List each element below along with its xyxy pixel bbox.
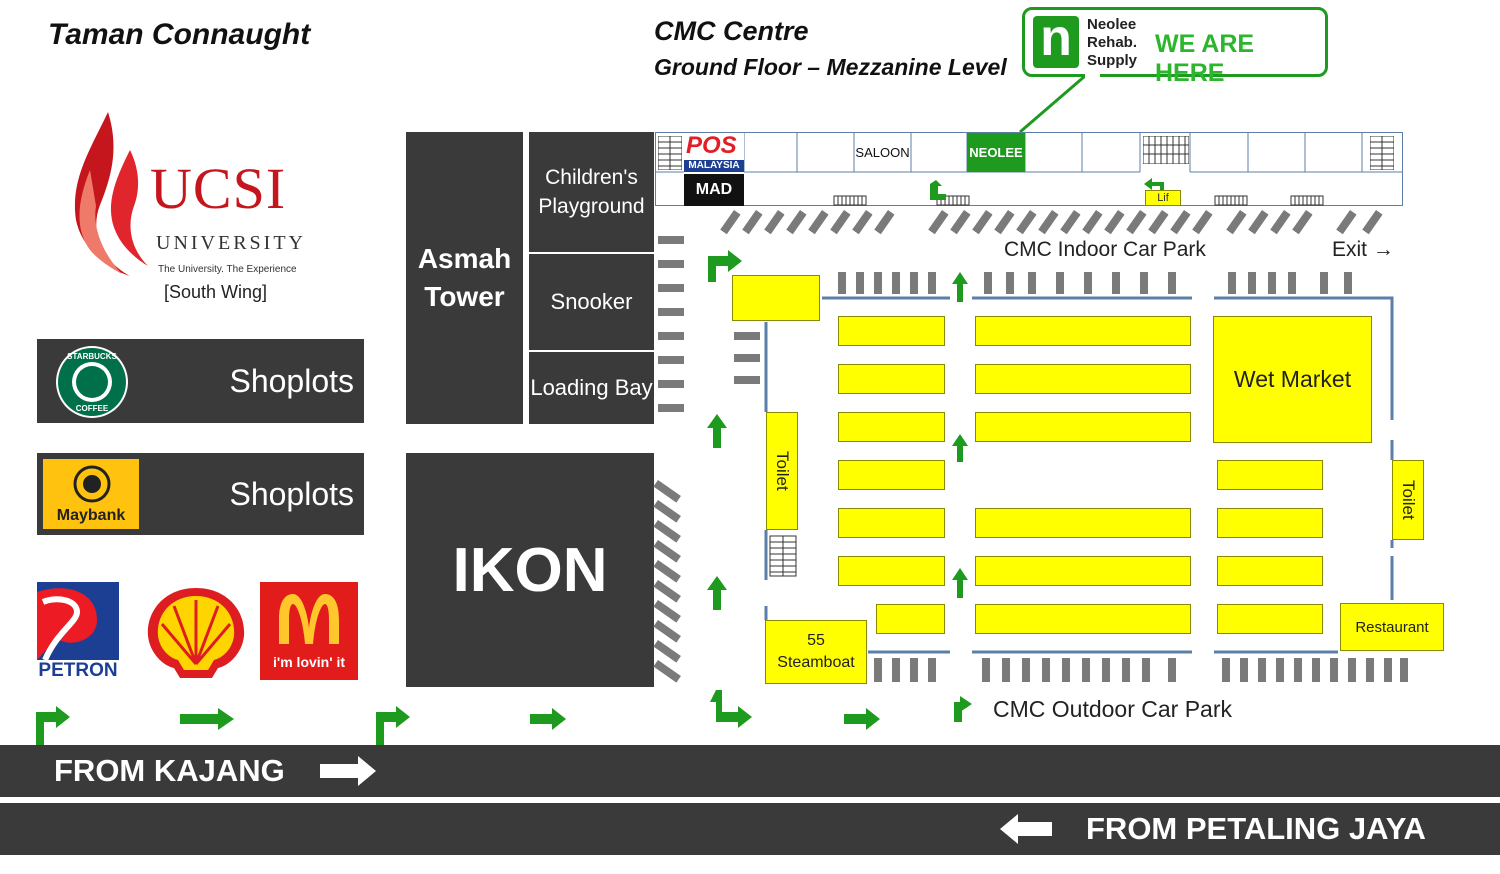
svg-text:STARBUCKS: STARBUCKS bbox=[67, 352, 117, 361]
asmah-tower: Asmah Tower bbox=[406, 132, 523, 424]
steamboat-restaurant: 55 Steamboat bbox=[765, 620, 867, 684]
stall bbox=[1217, 556, 1323, 586]
ikon-label: IKON bbox=[452, 535, 608, 605]
loading-bay-label: Loading Bay bbox=[530, 375, 653, 400]
stall-block bbox=[732, 275, 820, 321]
restaurant-label: Restaurant bbox=[1355, 618, 1429, 636]
stall bbox=[975, 364, 1191, 394]
shell-logo-icon bbox=[147, 588, 245, 678]
ucsi-university: UNIVERSITY bbox=[156, 232, 306, 254]
stall bbox=[838, 460, 945, 490]
stall bbox=[838, 316, 945, 346]
lift-label: Lif bbox=[1157, 192, 1169, 204]
neolee-logo: n bbox=[1033, 12, 1079, 68]
logo-line-2: Rehab. bbox=[1087, 34, 1138, 51]
ucsi-wing: [South Wing] bbox=[164, 282, 268, 302]
toilet-left: Toilet bbox=[766, 412, 798, 530]
playground-label: Children's Playground bbox=[538, 166, 645, 218]
saloon-label: SALOON bbox=[855, 144, 910, 160]
stall bbox=[1217, 604, 1323, 634]
maybank-logo-icon: Maybank bbox=[43, 459, 139, 529]
mezzanine-strip bbox=[655, 132, 1403, 206]
snooker-label: Snooker bbox=[550, 289, 633, 314]
stairs-icon bbox=[658, 136, 682, 170]
we-are-here-label: WE ARE HERE bbox=[1155, 30, 1255, 87]
restaurant: Restaurant bbox=[1340, 603, 1444, 651]
stall bbox=[975, 316, 1191, 346]
mad-shop: MAD bbox=[684, 174, 744, 206]
road-kajang: FROM KAJANG bbox=[0, 745, 1500, 797]
petron-mark-icon bbox=[37, 582, 119, 660]
stairs-icon bbox=[1143, 136, 1189, 164]
mcdonalds-logo-icon: i'm lovin' it bbox=[260, 582, 358, 680]
from-pj-label: FROM PETALING JAYA bbox=[1086, 811, 1426, 846]
centre-subtitle: Ground Floor – Mezzanine Level bbox=[654, 54, 1007, 80]
saloon-shop: SALOON bbox=[854, 133, 911, 171]
stall bbox=[975, 604, 1191, 634]
centre-title: CMC Centre bbox=[654, 16, 809, 46]
toilet-label: Toilet bbox=[1399, 480, 1418, 520]
lift: Lif bbox=[1145, 190, 1181, 206]
area-title: Taman Connaught bbox=[48, 18, 311, 51]
stall bbox=[975, 412, 1191, 442]
ucsi-tagline: The University. The Experience bbox=[158, 264, 297, 275]
mcdonalds-slogan: i'm lovin' it bbox=[273, 654, 345, 670]
pos-logo-sub: MALAYSIA bbox=[684, 160, 744, 172]
toilet-right: Toilet bbox=[1392, 460, 1424, 540]
starbucks-logo-icon: STARBUCKS COFFEE bbox=[56, 346, 128, 418]
wet-market: Wet Market bbox=[1213, 316, 1372, 443]
shoplot-label: Shoplots bbox=[229, 475, 354, 512]
maybank-tiger-icon bbox=[73, 465, 111, 503]
logo-line-1: Neolee bbox=[1087, 16, 1137, 33]
wet-market-label: Wet Market bbox=[1233, 366, 1352, 392]
petron-text: PETRON bbox=[38, 660, 118, 681]
neolee-logo-text: Neolee Rehab. Supply bbox=[1087, 16, 1137, 70]
loading-bay: Loading Bay bbox=[529, 352, 654, 424]
stairs-icon bbox=[1370, 136, 1394, 170]
pos-malaysia-logo: POS MALAYSIA bbox=[684, 133, 744, 173]
neolee-shop[interactable]: NEOLEE bbox=[967, 133, 1025, 172]
ucsi-name: UCSI bbox=[150, 156, 287, 221]
stall bbox=[876, 604, 945, 634]
we-are-here-callout: n Neolee Rehab. Supply WE ARE HERE bbox=[1022, 7, 1328, 87]
asmah-tower-label: Asmah Tower bbox=[417, 243, 512, 312]
stall bbox=[975, 508, 1191, 538]
stall bbox=[975, 556, 1191, 586]
stall bbox=[838, 364, 945, 394]
neolee-label: NEOLEE bbox=[969, 145, 1023, 160]
stall bbox=[1217, 460, 1323, 490]
petron-logo-icon: PETRON bbox=[37, 582, 119, 682]
road-petaling-jaya: FROM PETALING JAYA bbox=[0, 803, 1500, 855]
exit-label: Exit → bbox=[1332, 238, 1394, 261]
steamboat-label: 55 Steamboat bbox=[777, 632, 855, 671]
ucsi-flame-icon bbox=[74, 112, 148, 276]
childrens-playground: Children's Playground bbox=[529, 132, 654, 252]
pos-logo-text: POS bbox=[686, 132, 737, 159]
snooker: Snooker bbox=[529, 254, 654, 350]
stall bbox=[838, 412, 945, 442]
stall bbox=[1217, 508, 1323, 538]
outdoor-carpark-label: CMC Outdoor Car Park bbox=[993, 696, 1233, 722]
ikon-building: IKON bbox=[406, 453, 654, 687]
shoplot-maybank: Maybank Shoplots bbox=[37, 453, 364, 535]
maybank-text: Maybank bbox=[56, 507, 126, 524]
svg-text:COFFEE: COFFEE bbox=[76, 404, 109, 413]
neolee-logo-letter: n bbox=[1040, 9, 1072, 67]
logo-line-3: Supply bbox=[1087, 52, 1138, 69]
indoor-carpark-label: CMC Indoor Car Park bbox=[1004, 238, 1206, 261]
mcdonalds-arches-icon bbox=[279, 594, 339, 644]
shoplot-starbucks: STARBUCKS COFFEE Shoplots bbox=[37, 339, 364, 423]
toilet-label: Toilet bbox=[773, 451, 792, 491]
mad-label: MAD bbox=[695, 181, 733, 198]
from-kajang-label: FROM KAJANG bbox=[54, 753, 285, 788]
stall bbox=[838, 508, 945, 538]
stall bbox=[838, 556, 945, 586]
shoplot-label: Shoplots bbox=[229, 362, 354, 399]
